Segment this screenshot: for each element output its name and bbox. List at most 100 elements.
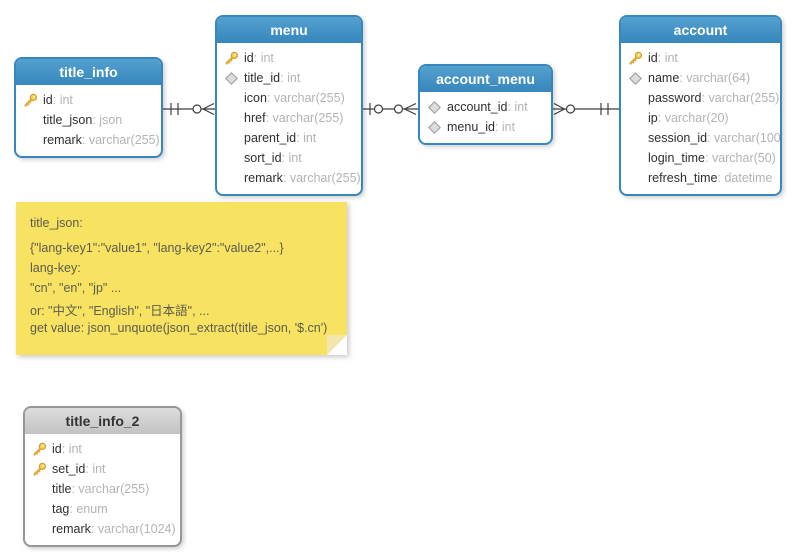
field-icon <box>224 131 239 146</box>
table-field-row[interactable]: password varchar(255) <box>621 88 780 108</box>
field-type: varchar(255) <box>267 91 345 105</box>
field-name: account_id <box>447 100 508 114</box>
table-field-row[interactable]: id int <box>217 48 361 68</box>
field-list: id int set_id int <box>25 434 180 545</box>
table-title[interactable]: title_info <box>16 59 161 85</box>
field-icon <box>628 111 643 126</box>
table-field-row[interactable]: title_id int <box>217 68 361 88</box>
field-name: password <box>648 91 702 105</box>
field-icon <box>23 113 38 128</box>
table-field-row[interactable]: menu_id int <box>420 117 551 137</box>
crow-foot <box>553 102 565 116</box>
table-title_info_2[interactable]: title_info_2 id int <box>23 406 182 547</box>
note-line: title_json: <box>30 216 83 230</box>
table-title[interactable]: account <box>621 17 780 43</box>
table-title[interactable]: title_info_2 <box>25 408 180 434</box>
table-account_menu[interactable]: account_menu account_id int <box>418 64 553 145</box>
diamond-icon <box>225 71 238 85</box>
field-type: varchar(255) <box>283 171 361 185</box>
field-list: account_id int menu_id int <box>420 92 551 143</box>
field-type: int <box>282 151 301 165</box>
table-field-row[interactable]: remark varchar(255) <box>16 130 161 150</box>
table-title[interactable]: menu <box>217 17 361 43</box>
table-title_info[interactable]: title_info id int <box>14 57 163 158</box>
field-type: varchar(255) <box>82 133 160 147</box>
key-icon <box>629 51 643 65</box>
zero-circle <box>373 104 384 114</box>
field-type: int <box>507 100 527 114</box>
field-type: varchar(64) <box>679 71 750 85</box>
field-icon <box>628 71 643 86</box>
field-name: href <box>244 111 266 125</box>
field-type: int <box>296 131 316 145</box>
table-title[interactable]: account_menu <box>420 66 551 92</box>
table-field-row[interactable]: title varchar(255) <box>25 479 180 499</box>
key-icon <box>24 93 38 107</box>
field-icon <box>224 71 239 86</box>
table-field-row[interactable]: account_id int <box>420 97 551 117</box>
table-field-row[interactable]: tag enum <box>25 499 180 519</box>
field-icon <box>628 91 643 106</box>
field-name: refresh_time <box>648 171 718 185</box>
field-type: int <box>280 71 300 85</box>
table-field-row[interactable]: parent_id int <box>217 128 361 148</box>
field-icon <box>628 131 643 146</box>
field-type: datetime <box>717 171 772 185</box>
table-account[interactable]: account id int <box>619 15 782 196</box>
relation-menu-account_menu[interactable] <box>363 102 418 116</box>
field-name: parent_id <box>244 131 297 145</box>
table-field-row[interactable]: icon varchar(255) <box>217 88 361 108</box>
crow-foot <box>404 102 417 116</box>
field-name: remark <box>52 522 91 536</box>
field-list: id int title_json json <box>16 85 161 156</box>
field-name: title_id <box>244 71 281 85</box>
table-field-row[interactable]: login_time varchar(50) <box>621 148 780 168</box>
field-name: login_time <box>648 151 705 165</box>
relation-title_info-menu[interactable] <box>163 102 215 116</box>
table-field-row[interactable]: remark varchar(1024) <box>25 519 180 539</box>
field-type: varchar(100) <box>707 131 780 145</box>
table-menu[interactable]: menu id int <box>215 15 363 196</box>
table-field-row[interactable]: set_id int <box>25 459 180 479</box>
diamond-icon <box>629 71 642 85</box>
key-icon <box>225 51 239 65</box>
table-field-row[interactable]: name varchar(64) <box>621 68 780 88</box>
zero-circle <box>192 104 202 114</box>
field-icon <box>224 171 239 186</box>
field-icon <box>32 442 47 457</box>
diamond-icon <box>428 120 441 134</box>
table-field-row[interactable]: refresh_time datetime <box>621 168 780 188</box>
relation-account_menu-account[interactable] <box>553 102 619 116</box>
field-icon <box>23 93 38 108</box>
table-field-row[interactable]: id int <box>16 90 161 110</box>
field-type: int <box>254 51 274 65</box>
table-field-row[interactable]: title_json json <box>16 110 161 130</box>
field-name: title <box>52 482 72 496</box>
field-type: varchar(255) <box>71 482 149 496</box>
field-icon <box>628 51 643 66</box>
table-field-row[interactable]: ip varchar(20) <box>621 108 780 128</box>
field-icon <box>32 482 47 497</box>
table-field-row[interactable]: session_id varchar(100) <box>621 128 780 148</box>
field-name: ip <box>648 111 658 125</box>
crow-foot <box>202 102 215 116</box>
note-line: "cn", "en", "jp" ... <box>30 281 122 295</box>
field-icon <box>32 462 47 477</box>
field-type: json <box>92 113 122 127</box>
table-field-row[interactable]: sort_id int <box>217 148 361 168</box>
field-name: name <box>648 71 680 85</box>
sticky-note[interactable]: title_json: {"lang-key1":"value1", "lang… <box>16 202 347 355</box>
field-icon <box>32 502 47 517</box>
field-icon <box>224 91 239 106</box>
field-name: icon <box>244 91 267 105</box>
key-icon <box>33 462 47 476</box>
exactly-one-ticks <box>170 103 179 115</box>
field-type: varchar(1024) <box>91 522 176 536</box>
field-icon <box>628 151 643 166</box>
table-field-row[interactable]: id int <box>25 439 180 459</box>
table-field-row[interactable]: href varchar(255) <box>217 108 361 128</box>
table-field-row[interactable]: id int <box>621 48 780 68</box>
table-field-row[interactable]: remark varchar(255) <box>217 168 361 188</box>
note-line: or: "中文", "English", "日本語", ... <box>30 304 210 318</box>
field-type: varchar(50) <box>705 151 776 165</box>
